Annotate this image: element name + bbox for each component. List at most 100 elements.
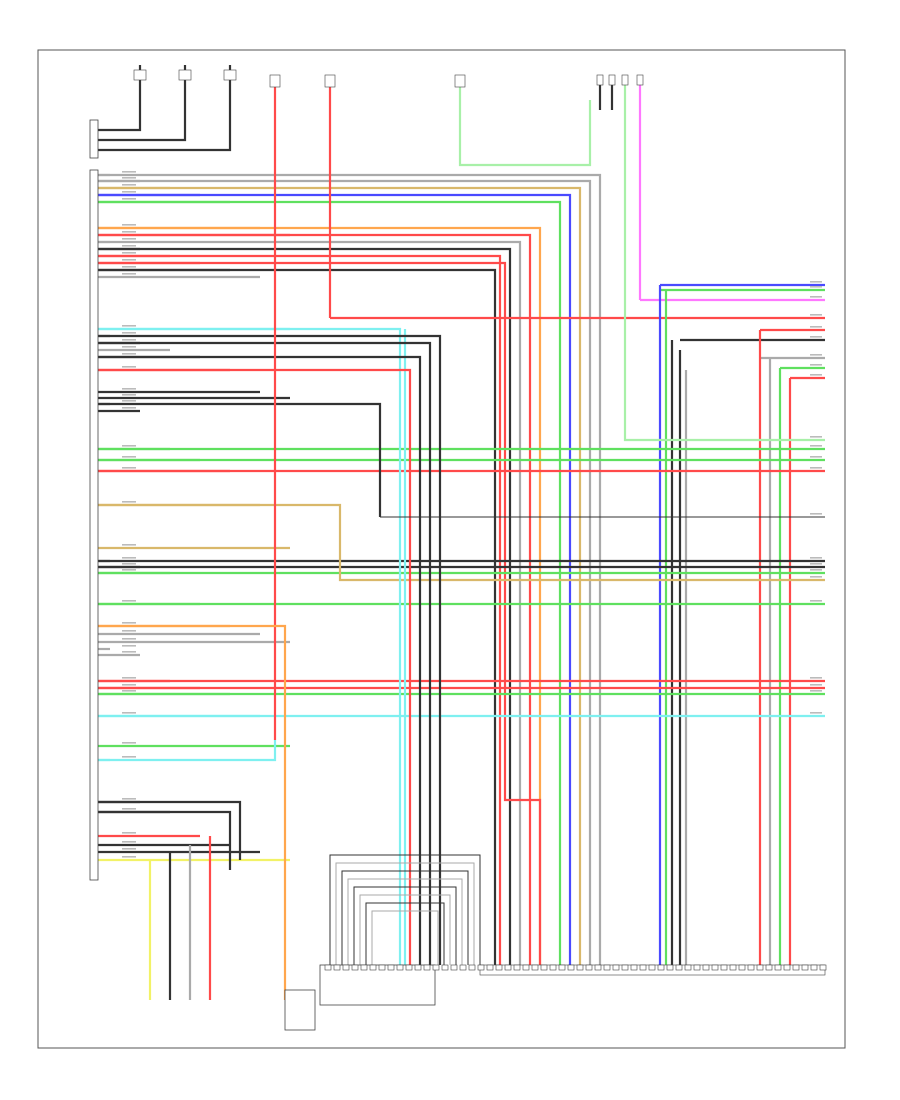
- row-label-mark: [122, 638, 136, 640]
- harness-wire: [95, 186, 582, 965]
- connector-pin: [495, 964, 503, 971]
- connector-pin: [468, 964, 476, 971]
- hybrid-control-connector: [319, 964, 436, 1006]
- connector-pin: [621, 74, 629, 86]
- connector-pin: [810, 964, 818, 971]
- connector-pin: [711, 964, 719, 971]
- row-label-mark: [122, 407, 136, 409]
- connector-pin: [387, 964, 395, 971]
- connector-pin: [636, 74, 644, 86]
- harness-wire: [458, 75, 592, 167]
- row-label-mark: [122, 224, 136, 226]
- harness-wire: [95, 800, 242, 860]
- connector-pin: [477, 964, 485, 971]
- connector-pin: [684, 964, 692, 971]
- connector-pin: [608, 74, 616, 86]
- row-label-mark: [122, 832, 136, 834]
- fuse-symbol: [269, 74, 281, 88]
- harness-wire: [329, 854, 481, 965]
- connector-pin: [792, 964, 800, 971]
- harness-wire: [95, 341, 432, 965]
- row-label-mark: [122, 848, 136, 850]
- connector-pin: [486, 964, 494, 971]
- connector-pin: [522, 964, 530, 971]
- row-label-mark: [122, 645, 136, 647]
- label-group: [122, 171, 822, 858]
- connector-pin: [783, 964, 791, 971]
- connector-pin: [657, 964, 665, 971]
- right-pin-label-mark: [810, 436, 822, 438]
- connector-pin: [351, 964, 359, 971]
- connector-pin: [441, 964, 449, 971]
- connector-pin: [405, 964, 413, 971]
- right-pin-label-mark: [810, 513, 822, 515]
- left-connector-top: [89, 119, 99, 159]
- row-label-mark: [122, 756, 136, 758]
- right-pin-label-mark: [810, 364, 822, 366]
- connector-pin: [414, 964, 422, 971]
- row-label-mark: [122, 798, 136, 800]
- harness-wire: [95, 254, 502, 965]
- harness-wire: [95, 327, 402, 965]
- right-pin-label-mark: [810, 690, 822, 692]
- right-pin-label-mark: [810, 296, 822, 298]
- row-label-mark: [122, 177, 136, 179]
- row-label-mark: [122, 563, 136, 565]
- right-pin-label-mark: [810, 557, 822, 559]
- connector-pin: [378, 964, 386, 971]
- harness-wire: [95, 200, 562, 965]
- connector-pin: [596, 74, 604, 86]
- connector-pin: [450, 964, 458, 971]
- right-pin-label-mark: [810, 456, 822, 458]
- connector-pin: [333, 964, 341, 971]
- right-pin-label-mark: [810, 576, 822, 578]
- connector-pin: [621, 964, 629, 971]
- row-label-mark: [122, 684, 136, 686]
- switch-symbol: [178, 69, 192, 81]
- connector-pin: [630, 964, 638, 971]
- harness-wire: [95, 233, 532, 965]
- harness-wire: [341, 870, 469, 965]
- row-label-mark: [122, 245, 136, 247]
- right-pin-label-mark: [810, 467, 822, 469]
- row-label-mark: [122, 677, 136, 679]
- connector-pin: [693, 964, 701, 971]
- connector-pin: [612, 964, 620, 971]
- row-label-mark: [122, 353, 136, 355]
- harness-wire: [365, 902, 445, 965]
- right-pin-label-mark: [810, 712, 822, 714]
- connector-pin: [603, 964, 611, 971]
- right-pin-label-mark: [810, 286, 822, 288]
- right-pin-label-mark: [810, 281, 822, 283]
- connector-pin: [549, 964, 557, 971]
- harness-wire: [95, 179, 592, 965]
- row-label-mark: [122, 184, 136, 186]
- row-label-mark: [122, 856, 136, 858]
- harness-wire: [353, 886, 457, 965]
- row-label-mark: [122, 332, 136, 334]
- connector-pin: [567, 964, 575, 971]
- row-label-mark: [122, 273, 136, 275]
- right-pin-label-mark: [810, 684, 822, 686]
- connector-pin: [540, 964, 548, 971]
- harness-wire: [95, 402, 382, 517]
- row-label-mark: [122, 742, 136, 744]
- connector-pin: [594, 964, 602, 971]
- harness-wire: [95, 65, 187, 142]
- harness-wire: [95, 65, 232, 152]
- row-label-mark: [122, 712, 136, 714]
- connector-pin: [396, 964, 404, 971]
- connector-pin: [639, 964, 647, 971]
- right-pin-label-mark: [810, 445, 822, 447]
- diagram-frame: [37, 49, 846, 1049]
- right-pin-label-mark: [810, 374, 822, 376]
- row-label-mark: [122, 600, 136, 602]
- connector-pin: [765, 964, 773, 971]
- row-label-mark: [122, 400, 136, 402]
- row-label-mark: [122, 569, 136, 571]
- switch-symbol: [223, 69, 237, 81]
- connector-pin: [360, 964, 368, 971]
- component-group: [89, 69, 827, 1031]
- harness-wire: [95, 226, 542, 965]
- right-pin-label-mark: [810, 563, 822, 565]
